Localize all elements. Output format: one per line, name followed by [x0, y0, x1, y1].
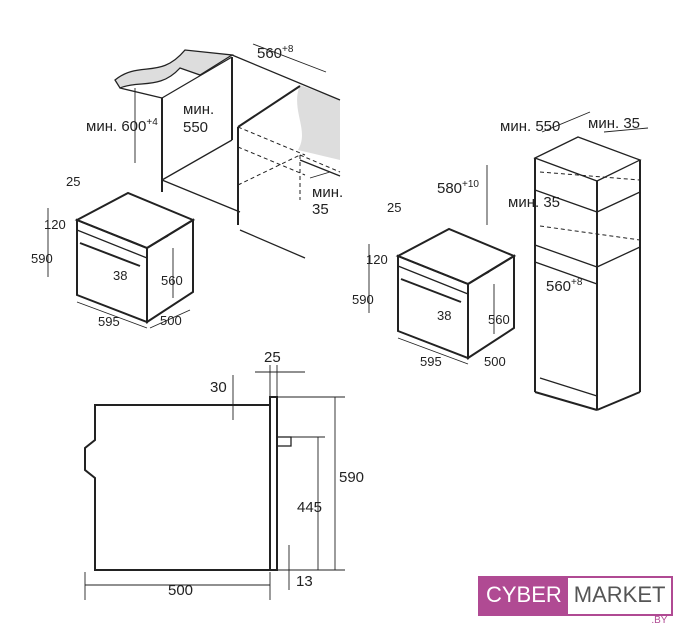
- label-depth: 550: [183, 119, 208, 136]
- label-side-590: 590: [339, 469, 364, 486]
- logo-part1: CYBER: [480, 578, 568, 614]
- logo-suffix: .BY: [651, 615, 668, 626]
- oven-drawing-left: 25 120 590 38 560 595 500: [31, 174, 194, 329]
- label-oven-595: 595: [98, 314, 120, 329]
- label-r-niche-width: 560+8: [546, 277, 583, 295]
- label-oven-r-560: 560: [488, 312, 510, 327]
- label-r-niche-height: 580+10: [437, 179, 479, 197]
- label-side-500: 500: [168, 582, 193, 599]
- label-oven-38: 38: [113, 268, 127, 283]
- label-niche-width: 560+8: [257, 44, 294, 62]
- logo-part2: MARKET: [573, 582, 666, 607]
- label-oven-r-120: 120: [366, 252, 388, 267]
- label-oven-560: 560: [161, 273, 183, 288]
- label-oven-500: 500: [160, 313, 182, 328]
- logo-part2-wrap: MARKET .BY: [567, 578, 672, 626]
- label-r-shelf-gap: мин. 35: [508, 194, 560, 211]
- niche-drawing-left: 560+8 мин. 600+4 мин. 550 мин. 35: [86, 43, 343, 259]
- label-oven-590: 590: [31, 251, 53, 266]
- label-side-30: 30: [210, 379, 227, 396]
- label-side-445: 445: [297, 499, 322, 516]
- label-oven-120: 120: [44, 217, 66, 232]
- tall-cabinet-drawing: мин. 550 мин. 35 580+10 мин. 35 560+8: [437, 111, 649, 411]
- oven-drawing-right: [368, 228, 515, 365]
- label-gap-prefix: мин.: [312, 184, 343, 201]
- label-oven-r-25: 25: [387, 200, 401, 215]
- label-r-back-gap: мин. 35: [588, 115, 640, 132]
- label-side-13: 13: [296, 573, 313, 590]
- label-side-25: 25: [264, 349, 281, 366]
- cybermarket-logo: CYBER MARKET .BY: [478, 576, 674, 626]
- label-oven-r-38: 38: [437, 308, 451, 323]
- side-view-drawing: 25 30 590 445 500 13: [84, 349, 364, 600]
- label-oven-r-590: 590: [352, 292, 374, 307]
- oven-labels-right: 25 120 590 38 560 595 500: [352, 200, 510, 369]
- label-depth-prefix: мин.: [183, 101, 214, 118]
- label-oven-25: 25: [66, 174, 80, 189]
- label-niche-height: мин. 600+4: [86, 117, 158, 135]
- label-oven-r-500: 500: [484, 354, 506, 369]
- label-gap: 35: [312, 201, 329, 218]
- label-r-depth: мин. 550: [500, 118, 560, 135]
- label-oven-r-595: 595: [420, 354, 442, 369]
